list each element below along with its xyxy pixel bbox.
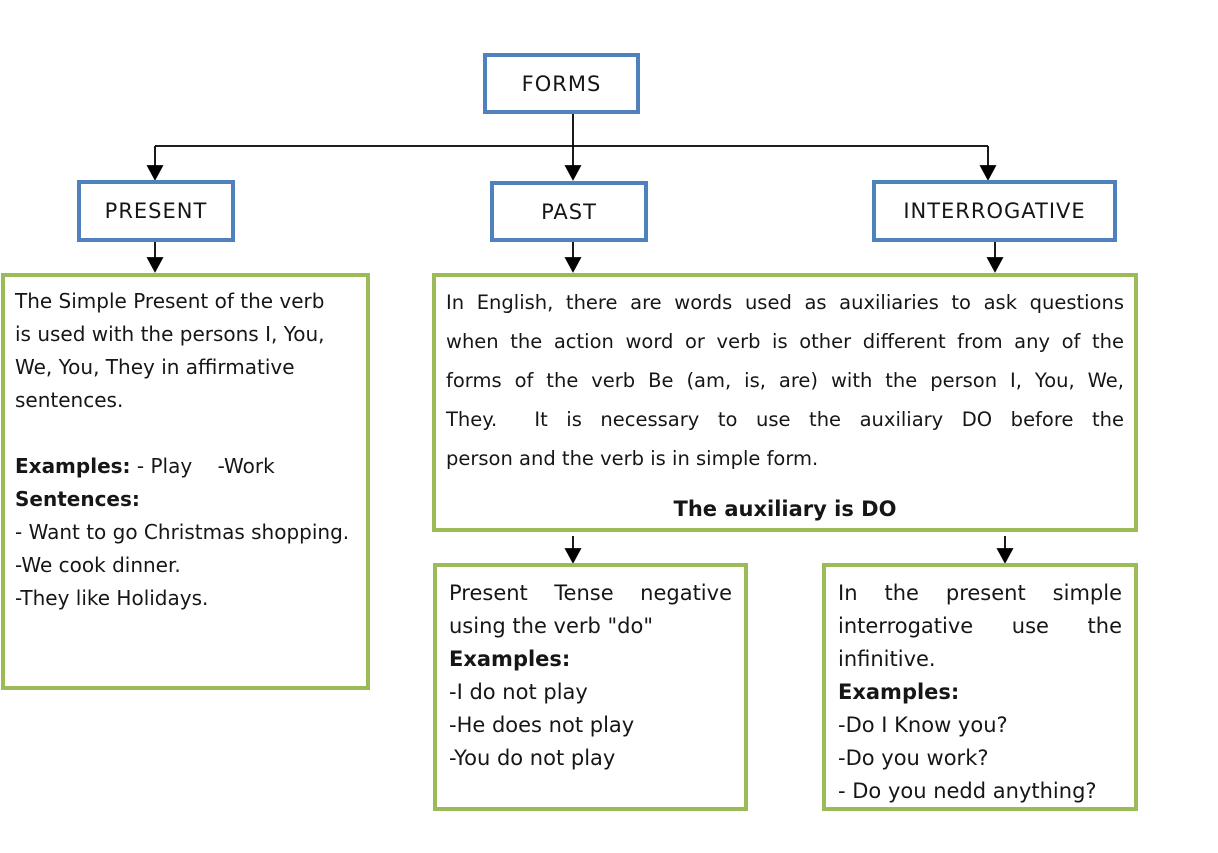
text-line: They. It is necessary to use the auxilia… xyxy=(446,408,1124,431)
node-present: PRESENT xyxy=(77,180,235,242)
example-item: -Do I Know you? xyxy=(838,713,1008,737)
text-line: The Simple Present of the verb xyxy=(15,289,325,313)
text-line: infinitive. xyxy=(838,647,936,671)
example-item: -He does not play xyxy=(449,713,635,737)
text-line: In English, there are words used as auxi… xyxy=(446,291,1124,314)
sentence-item: -They like Holidays. xyxy=(15,586,209,610)
sentence-item: -We cook dinner. xyxy=(15,553,181,577)
example-item: -You do not play xyxy=(449,746,616,770)
blank-line xyxy=(15,417,356,450)
text-line: We, You, They in affirmative xyxy=(15,355,295,379)
auxiliary-highlight: The auxiliary is DO xyxy=(673,497,897,521)
examples-line: Examples: - Play -Work xyxy=(15,450,356,483)
arrowhead-interrogative-examples xyxy=(996,548,1014,564)
arrowhead-to-interrogative xyxy=(979,165,997,181)
text-line: is used with the persons I, You, xyxy=(15,322,325,346)
text-line: person and the verb is in simple form. xyxy=(446,447,819,470)
arrowhead-present-detail xyxy=(146,257,164,273)
text-line: sentences. xyxy=(15,388,124,412)
text-line: forms of the verb Be (am, is, are) with … xyxy=(446,369,1124,392)
example-item: -I do not play xyxy=(449,680,588,704)
arrowhead-negative xyxy=(564,548,582,564)
interrogative-examples-box: In the present simple interrogative use … xyxy=(822,563,1138,811)
text-line: Present Tense negative xyxy=(449,581,732,605)
arrowhead-past-detail xyxy=(564,257,582,273)
node-forms: FORMS xyxy=(483,53,640,114)
sentences-label: Sentences: xyxy=(15,487,140,511)
arrowhead-to-past xyxy=(564,165,582,181)
text-line: using the verb "do" xyxy=(449,614,654,638)
present-description-box: The Simple Present of the verb is used w… xyxy=(1,273,370,690)
sentence-item: - Want to go Christmas shopping. xyxy=(15,520,350,544)
arrowhead-interrogative-detail xyxy=(986,257,1004,273)
text-line: In the present simple xyxy=(838,581,1122,605)
example-item: -Do you work? xyxy=(838,746,989,770)
negative-examples-box: Present Tense negative using the verb "d… xyxy=(433,563,748,811)
arrowhead-to-present xyxy=(146,165,164,181)
auxiliary-description-box: In English, there are words used as auxi… xyxy=(432,273,1138,532)
text-line: interrogative use the xyxy=(838,614,1122,638)
examples-label: Examples: xyxy=(449,647,571,671)
examples-label: Examples: xyxy=(838,680,960,704)
examples-label: Examples: xyxy=(15,454,131,478)
text-line: when the action word or verb is other di… xyxy=(446,330,1124,353)
examples-text: - Play -Work xyxy=(130,454,275,478)
node-past: PAST xyxy=(490,181,648,242)
node-interrogative: INTERROGATIVE xyxy=(872,180,1117,242)
example-item: - Do you nedd anything? xyxy=(838,779,1097,803)
